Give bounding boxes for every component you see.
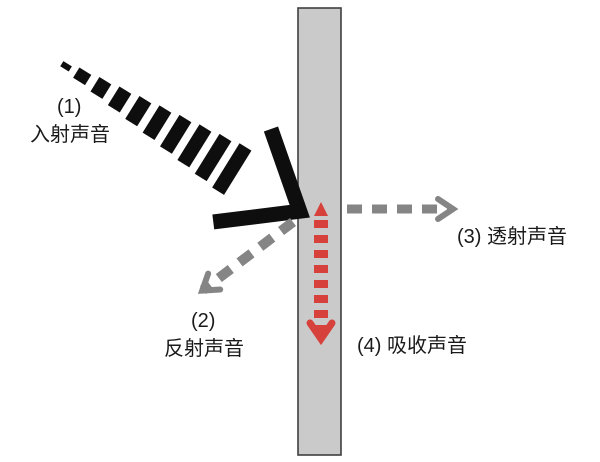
label-incident-name: 入射声音 (30, 123, 110, 146)
diagram-labels: (1) 入射声音 (2) 反射声音 (3) 透射声音 (4) 吸收声音 (30, 96, 567, 360)
label-incident-number: (1) (57, 96, 81, 118)
sound-barrier-wall (297, 7, 342, 456)
label-transmitted: (3) 透射声音 (457, 225, 567, 248)
label-reflected-name: 反射声音 (164, 337, 244, 360)
reflected-sound-arrow (197, 218, 297, 294)
incident-arrow-stripes (60, 61, 252, 195)
incident-arrowhead-icon (212, 126, 310, 230)
label-absorbed: (4) 吸收声音 (357, 334, 467, 357)
incident-sound-arrow (60, 61, 310, 230)
absorbed-arrow-tip (314, 202, 328, 216)
absorbed-sound-arrow (306, 202, 336, 346)
label-reflected-number: (2) (191, 310, 215, 332)
